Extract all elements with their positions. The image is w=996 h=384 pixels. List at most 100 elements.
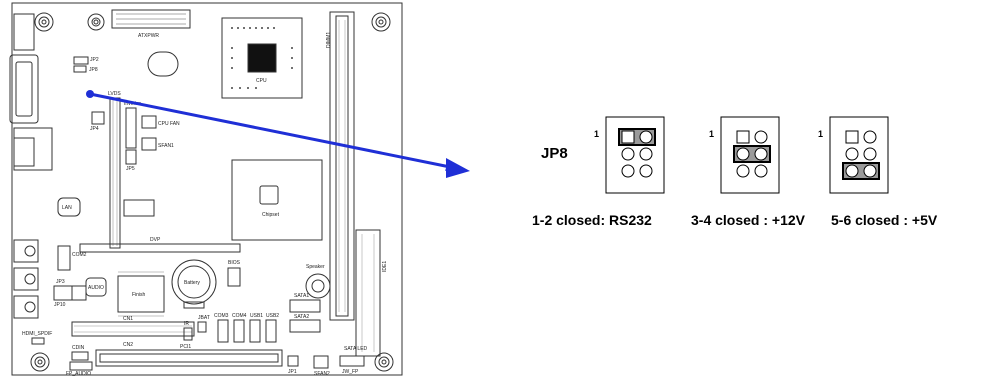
label-cpu-fan: CPU FAN — [158, 121, 180, 127]
small-chip — [123, 199, 155, 217]
com2-header — [57, 245, 71, 271]
serial-port — [9, 54, 39, 124]
label-sata2: SATA2 — [294, 314, 309, 320]
label-cdin: CDIN — [72, 345, 85, 351]
usb1-header — [249, 319, 261, 343]
ir-header — [183, 327, 193, 341]
pci1-slot-inner — [99, 353, 279, 363]
pointer-arrow — [86, 90, 470, 178]
label-speaker: Speaker — [306, 264, 325, 270]
io-port-top — [13, 13, 35, 51]
sata1-connector — [289, 299, 321, 313]
cpu-area — [221, 17, 303, 99]
mounting-hole-top-middle — [87, 13, 105, 31]
pin-round — [621, 147, 635, 161]
label-cn1: CN1 — [123, 316, 133, 322]
jp5-header — [125, 149, 137, 165]
pin-round — [863, 164, 877, 178]
pin-round — [736, 147, 750, 161]
sfan2-header — [313, 355, 329, 369]
label-com2: COM2 — [72, 252, 87, 258]
atxpwr-connector — [111, 9, 191, 29]
mounting-hole-top-right — [371, 12, 391, 32]
label-dimm: DIMM1 — [326, 32, 332, 48]
lan-usb-port-inner — [13, 137, 35, 167]
audio-jack-1 — [13, 239, 39, 263]
pin-round — [736, 164, 750, 178]
chipset-chip — [259, 185, 279, 205]
jumper-block-3 — [829, 116, 889, 194]
label-dvp: DVP — [150, 237, 161, 243]
label-jp3: JP3 — [56, 279, 65, 285]
label-jp4: JP4 — [90, 126, 99, 132]
label-sata1: SATA1 — [294, 293, 309, 299]
label-jp8: JP8 — [89, 67, 98, 73]
oval-component — [147, 51, 179, 77]
dvp-connector — [79, 243, 241, 253]
jumper-diagrams — [605, 116, 889, 194]
pin-round — [863, 130, 877, 144]
label-ir: IR — [184, 321, 189, 327]
bios-chip — [227, 267, 241, 287]
jumper-block-1 — [605, 116, 665, 194]
jumper-frame — [829, 116, 889, 194]
pin-round — [621, 164, 635, 178]
label-ide1: IDE1 — [382, 261, 388, 272]
label-finish: Finish — [132, 292, 146, 298]
label-fp-audio: FP_AUDIO — [66, 371, 91, 377]
label-jp1: JP1 — [288, 369, 297, 375]
usb2-header — [265, 319, 277, 343]
label-jbat: JBAT — [198, 315, 210, 321]
pin-square — [621, 130, 635, 144]
serial-port-inner — [15, 61, 33, 117]
label-usb2: USB2 — [266, 313, 279, 319]
mounting-hole-bottom-right — [374, 352, 394, 372]
pin-round — [845, 164, 859, 178]
label-com3: COM3 — [214, 313, 229, 319]
caption-setting-1: 1-2 closed: RS232 — [532, 212, 652, 228]
jumper-block-2 — [720, 116, 780, 194]
dimm-slot — [329, 11, 355, 321]
finish-chip — [117, 275, 165, 313]
pin-round — [639, 147, 653, 161]
label-audio: AUDIO — [88, 285, 104, 291]
label-jw-fp: JW_FP — [342, 369, 359, 375]
pin1-marker-2: 1 — [709, 129, 715, 139]
ide1-connector — [355, 229, 381, 357]
pin-round — [639, 130, 653, 144]
dimm-slot-inner — [335, 15, 349, 317]
label-cpu: CPU — [256, 78, 267, 84]
mounting-hole-top-left — [34, 12, 54, 32]
fp-audio-header — [69, 361, 93, 371]
jp8-header — [73, 65, 87, 73]
motherboard — [9, 2, 403, 376]
pin-round — [863, 147, 877, 161]
label-jp2: JP2 — [90, 57, 99, 63]
speaker — [305, 273, 331, 299]
pci1-slot — [95, 349, 283, 367]
cpu-fan-header — [141, 115, 157, 129]
board-labels: ATXPWR JP2 JP8 LVDS Inverter JP4 CPU FAN… — [22, 32, 388, 377]
label-usb1: USB1 — [250, 313, 263, 319]
label-chipset: Chipset — [262, 212, 280, 218]
label-sfan2: SFAN2 — [314, 371, 330, 377]
cpu-chip — [247, 43, 277, 73]
caption-setting-3: 5-6 closed : +5V — [831, 212, 938, 228]
label-jp10: JP10 — [54, 302, 66, 308]
caption-setting-2: 3-4 closed : +12V — [691, 212, 806, 228]
label-pci1: PCI1 — [180, 344, 191, 350]
jbat-header — [197, 321, 207, 333]
pin1-marker-1: 1 — [594, 129, 600, 139]
label-atxpwr: ATXPWR — [138, 33, 159, 39]
label-hdmi-spdif: HDMI_SPDIF — [22, 331, 52, 337]
chipset-area — [231, 159, 323, 241]
cn1-header — [71, 321, 195, 337]
board-outline — [11, 2, 403, 376]
cdin-header — [71, 351, 89, 361]
jp10-header — [71, 285, 87, 301]
audio-jack-2 — [13, 267, 39, 291]
jumper-title: JP8 — [541, 145, 568, 162]
pin-square — [845, 130, 859, 144]
